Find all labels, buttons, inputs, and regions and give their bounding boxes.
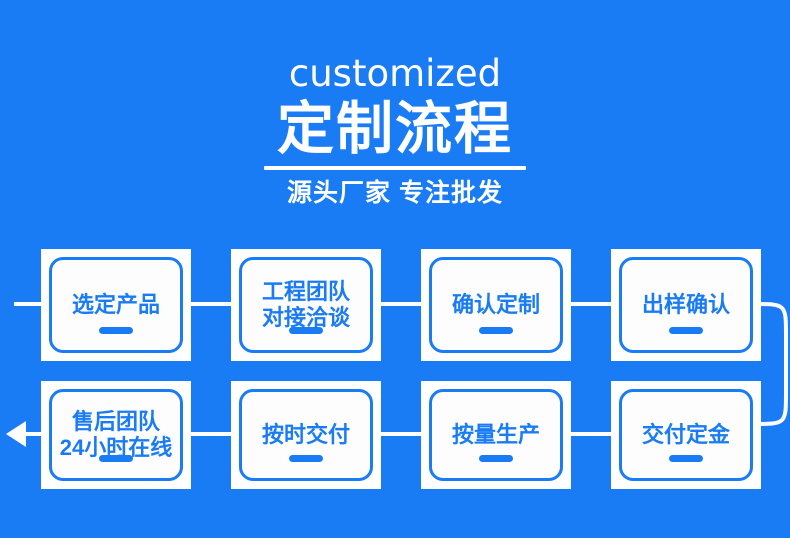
connector-r1-3-to-4 xyxy=(566,302,616,306)
poster-header: customized 定制流程 源头厂家 专注批发 xyxy=(0,0,790,207)
flow-node-underline-dash xyxy=(99,327,133,334)
connector-r2-3-to-2 xyxy=(376,432,426,436)
header-subtitle: 源头厂家 专注批发 xyxy=(287,179,503,207)
flow-node-label: 按量生产 xyxy=(451,422,540,447)
flow-node-label: 选定产品 xyxy=(71,292,160,317)
flow-node-confirm-custom[interactable]: 确认定制 xyxy=(421,249,571,361)
flow-node-underline-dash xyxy=(479,327,513,334)
flow-node-label: 按时交付 xyxy=(261,422,350,447)
connector-r2-4-to-3 xyxy=(566,432,616,436)
flow-node-frame: 交付定金 xyxy=(619,389,753,481)
flow-node-frame: 确认定制 xyxy=(429,257,563,353)
header-english-title: customized xyxy=(288,52,502,95)
flow-node-label: 售后团队 24小时在线 xyxy=(59,409,173,460)
flow-node-underline-dash xyxy=(289,455,323,462)
flow-node-frame: 按量生产 xyxy=(429,389,563,481)
return-curve-connector xyxy=(740,302,788,426)
flow-node-on-time-delivery[interactable]: 按时交付 xyxy=(231,381,381,489)
flow-node-frame: 按时交付 xyxy=(239,389,373,481)
flow-node-frame: 售后团队 24小时在线 xyxy=(49,389,183,481)
flow-node-label: 交付定金 xyxy=(641,422,730,447)
connector-start-row1 xyxy=(14,302,44,306)
connector-r1-2-to-3 xyxy=(376,302,426,306)
connector-end-row2 xyxy=(22,432,48,436)
flow-node-underline-dash xyxy=(289,327,323,334)
flow-node-frame: 工程团队 对接洽谈 xyxy=(239,257,373,353)
flow-node-after-sales[interactable]: 售后团队 24小时在线 xyxy=(41,381,191,489)
flow-node-label: 出样确认 xyxy=(641,292,730,317)
header-divider xyxy=(264,166,526,170)
flow-node-pay-deposit[interactable]: 交付定金 xyxy=(611,381,761,489)
flow-node-frame: 出样确认 xyxy=(619,257,753,353)
flow-node-underline-dash xyxy=(99,455,133,462)
flow-node-batch-production[interactable]: 按量生产 xyxy=(421,381,571,489)
flow-node-underline-dash xyxy=(669,455,703,462)
flow-node-frame: 选定产品 xyxy=(49,257,183,353)
flow-node-underline-dash xyxy=(479,455,513,462)
flow-node-sample-confirm[interactable]: 出样确认 xyxy=(611,249,761,361)
flow-end-arrow-icon xyxy=(6,421,26,447)
page-title: 定制流程 xyxy=(277,97,513,161)
flow-node-select-product[interactable]: 选定产品 xyxy=(41,249,191,361)
flow-node-engineering-team[interactable]: 工程团队 对接洽谈 xyxy=(231,249,381,361)
connector-r2-2-to-1 xyxy=(186,432,236,436)
connector-r1-1-to-2 xyxy=(186,302,236,306)
flow-node-label: 工程团队 对接洽谈 xyxy=(261,279,350,330)
flow-node-label: 确认定制 xyxy=(451,292,540,317)
flow-node-underline-dash xyxy=(669,327,703,334)
